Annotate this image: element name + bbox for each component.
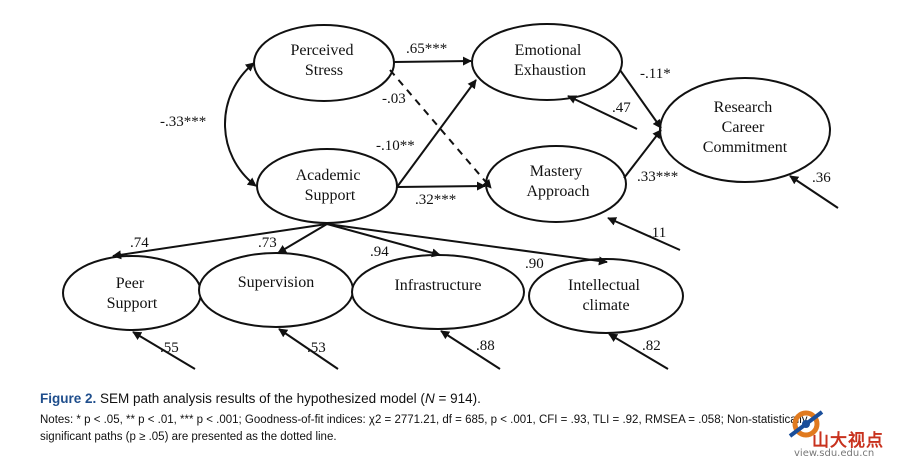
label-intellectual-climate: Intellectual climate	[568, 277, 644, 314]
figure-title-n: N	[424, 391, 435, 406]
loading-arrow-intellectual-climate	[326, 223, 608, 266]
label-infrastructure: Infrastructure	[394, 277, 481, 294]
loading-arrow-peer-support	[112, 223, 328, 260]
figure-notes-fit: Notes: * p < .05, ** p < .01, *** p < .0…	[40, 414, 727, 426]
figure-label: Figure 2.	[40, 391, 97, 406]
figure-title-text: SEM path analysis results of the hypothe…	[96, 391, 425, 406]
label-research-career-commitment: Research Career Commitment	[703, 99, 788, 156]
path-support-to-mastery	[396, 181, 486, 191]
coef-support-to-exhaustion: -.10**	[376, 138, 415, 154]
residual-infrastructure: .88	[476, 338, 495, 354]
coef-exhaustion-to-commitment: -.11*	[640, 66, 671, 82]
residual-peer-support: .55	[160, 340, 179, 356]
path-exhaustion-to-commitment	[619, 69, 662, 129]
loading-infrastructure: .94	[370, 244, 389, 260]
watermark-url: view.sdu.edu.cn	[794, 448, 875, 459]
path-stress-to-exhaustion	[393, 56, 472, 66]
label-peer-support: Peer Support	[107, 275, 158, 312]
label-supervision: Supervision	[238, 274, 314, 291]
path-stress-support-covariance	[224, 62, 257, 187]
coef-stress-to-mastery: -.03	[382, 91, 406, 107]
coef-support-to-mastery: .32***	[415, 192, 456, 208]
node-peer-support	[62, 255, 202, 331]
figure-title-end: = 914).	[434, 391, 481, 406]
figure-notes-dotted: Non-statistically significant paths (p ≥…	[40, 414, 808, 443]
residual-mastery-approach: .11	[648, 225, 666, 241]
coef-mastery-to-commitment: .33***	[637, 169, 678, 185]
watermark-logo: 山大视点 view.sdu.edu.cn	[782, 398, 900, 465]
loading-supervision: .73	[258, 235, 277, 251]
coef-stress-support-covariance: -.33***	[160, 114, 206, 130]
node-intellectual-climate	[528, 258, 684, 334]
residual-arrow-infrastructure	[440, 330, 501, 370]
figure-caption: Figure 2. SEM path analysis results of t…	[40, 391, 880, 446]
residual-research-career-commitment: .36	[812, 170, 831, 186]
label-academic-support: Academic Support	[296, 167, 365, 204]
sem-path-diagram: Perceived Stress Academic Support Emotio…	[62, 23, 839, 370]
residual-arrow-research-career-commitment	[789, 175, 839, 209]
loading-intellectual-climate: .90	[525, 256, 544, 272]
watermark-brand: 山大视点	[812, 431, 884, 451]
residual-supervision: .53	[307, 340, 326, 356]
residual-arrow-supervision	[278, 328, 339, 370]
path-mastery-to-commitment	[623, 129, 662, 179]
residual-arrow-emotional-exhaustion	[567, 95, 638, 130]
label-perceived-stress: Perceived Stress	[290, 42, 357, 79]
residual-emotional-exhaustion: .47	[612, 100, 631, 116]
loading-peer-support: .74	[130, 235, 149, 251]
residual-arrow-mastery-approach	[607, 217, 681, 251]
node-emotional-exhaustion	[471, 23, 623, 101]
path-support-to-exhaustion	[396, 79, 477, 188]
label-emotional-exhaustion: Emotional Exhaustion	[514, 42, 586, 79]
residual-arrow-peer-support	[132, 331, 196, 370]
loading-arrow-supervision	[277, 223, 328, 254]
figure-notes: Notes: * p < .05, ** p < .01, *** p < .0…	[40, 412, 860, 446]
residual-arrow-intellectual-climate	[608, 333, 669, 370]
figure-title: Figure 2. SEM path analysis results of t…	[40, 391, 880, 406]
label-mastery-approach: Mastery Approach	[526, 163, 589, 200]
watermark-emblem-icon	[788, 410, 824, 438]
residual-intellectual-climate: .82	[642, 338, 661, 354]
node-academic-support	[256, 148, 398, 224]
loading-arrow-infrastructure	[326, 223, 441, 258]
coef-stress-to-exhaustion: .65***	[406, 41, 447, 57]
